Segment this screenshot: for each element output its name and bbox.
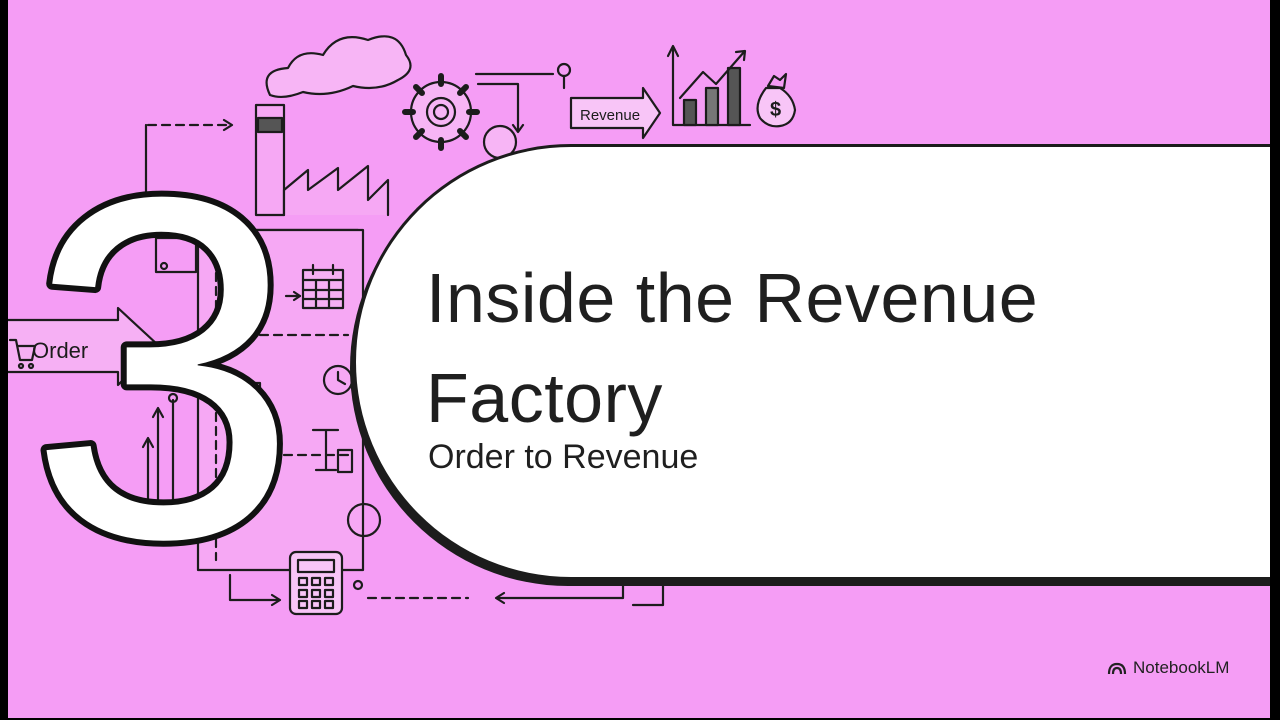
pin-icon [556, 62, 572, 78]
section-number-text: 3 [28, 96, 298, 580]
section-number: 3 [22, 90, 304, 580]
slide: Revenue $ Order [8, 0, 1270, 718]
title-card [353, 144, 1270, 580]
cloud-icon [265, 35, 412, 99]
clock-icon [322, 364, 354, 396]
bar-chart-icon [666, 44, 752, 127]
calendar-icon [301, 263, 345, 310]
revenue-label: Revenue [580, 107, 640, 124]
money-bag-icon: $ [756, 72, 797, 128]
notebooklm-brand: NotebookLM [1107, 658, 1229, 678]
svg-text:$: $ [770, 99, 781, 121]
shopping-cart-icon [8, 338, 37, 370]
factory-icon [196, 103, 390, 572]
brand-name: NotebookLM [1133, 658, 1230, 677]
gear-icon [402, 73, 480, 151]
notebooklm-logo-icon [1107, 662, 1127, 675]
calculator-icon [288, 550, 344, 616]
revenue-arrow [569, 86, 662, 140]
slide-title: Inside the Revenue Factory [426, 259, 1039, 438]
slide-subtitle: Order to Revenue [428, 438, 699, 476]
order-arrow [8, 306, 160, 387]
order-label: Order [32, 338, 88, 363]
factory-illustration: Revenue $ Order [8, 35, 797, 616]
